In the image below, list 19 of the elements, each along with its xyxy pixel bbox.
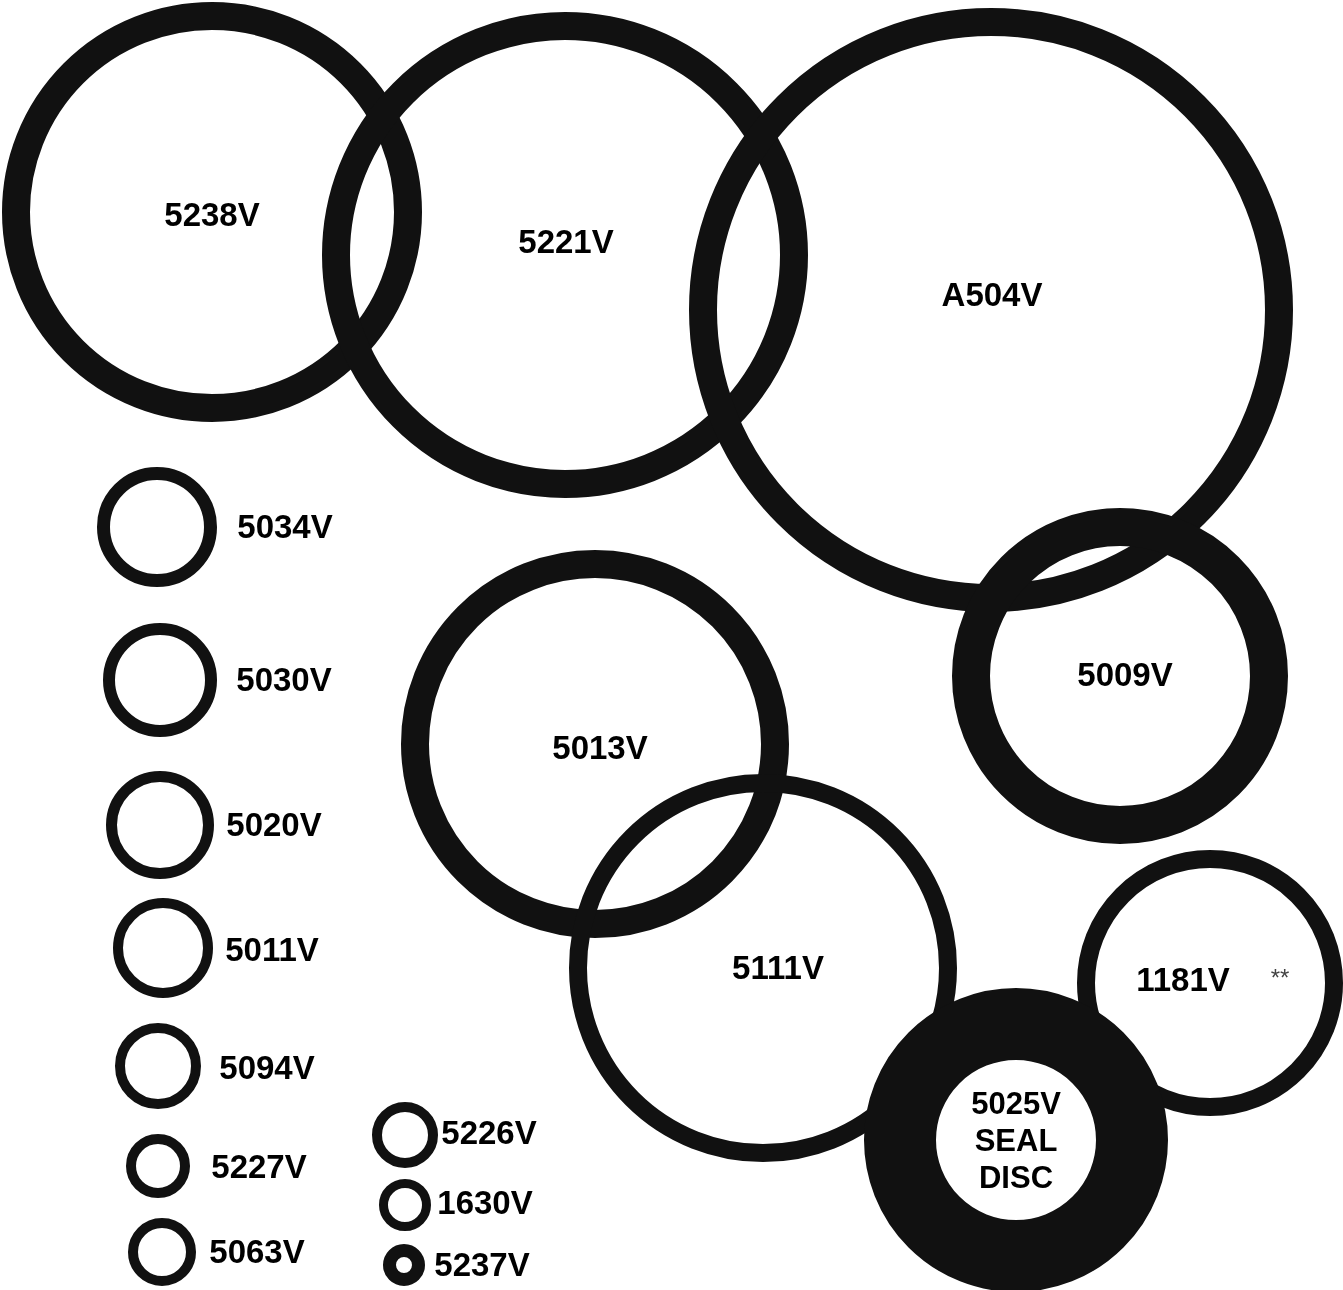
part-number: 1181V — [1136, 960, 1230, 1000]
part-number: 5011V — [225, 930, 319, 970]
part-number: 5030V — [236, 660, 332, 700]
part-number: 5034V — [237, 507, 333, 547]
part-number: 5226V — [441, 1113, 537, 1153]
note-mark: ** — [1270, 963, 1290, 993]
part-number: 5025V SEAL DISC — [970, 1084, 1062, 1196]
part-number: 5094V — [219, 1048, 315, 1088]
part-number: 5221V — [518, 222, 614, 262]
part-number: 5227V — [211, 1147, 307, 1187]
part-number: 1630V — [437, 1183, 533, 1223]
part-number: 5238V — [164, 195, 260, 235]
part-number: 5237V — [434, 1245, 530, 1285]
part-number: 5063V — [209, 1232, 305, 1272]
part-number: 5020V — [226, 805, 322, 845]
part-number: 5013V — [552, 728, 648, 768]
part-number: 5111V — [732, 948, 824, 988]
part-number: A504V — [941, 275, 1043, 315]
part-number: 5009V — [1077, 655, 1173, 695]
